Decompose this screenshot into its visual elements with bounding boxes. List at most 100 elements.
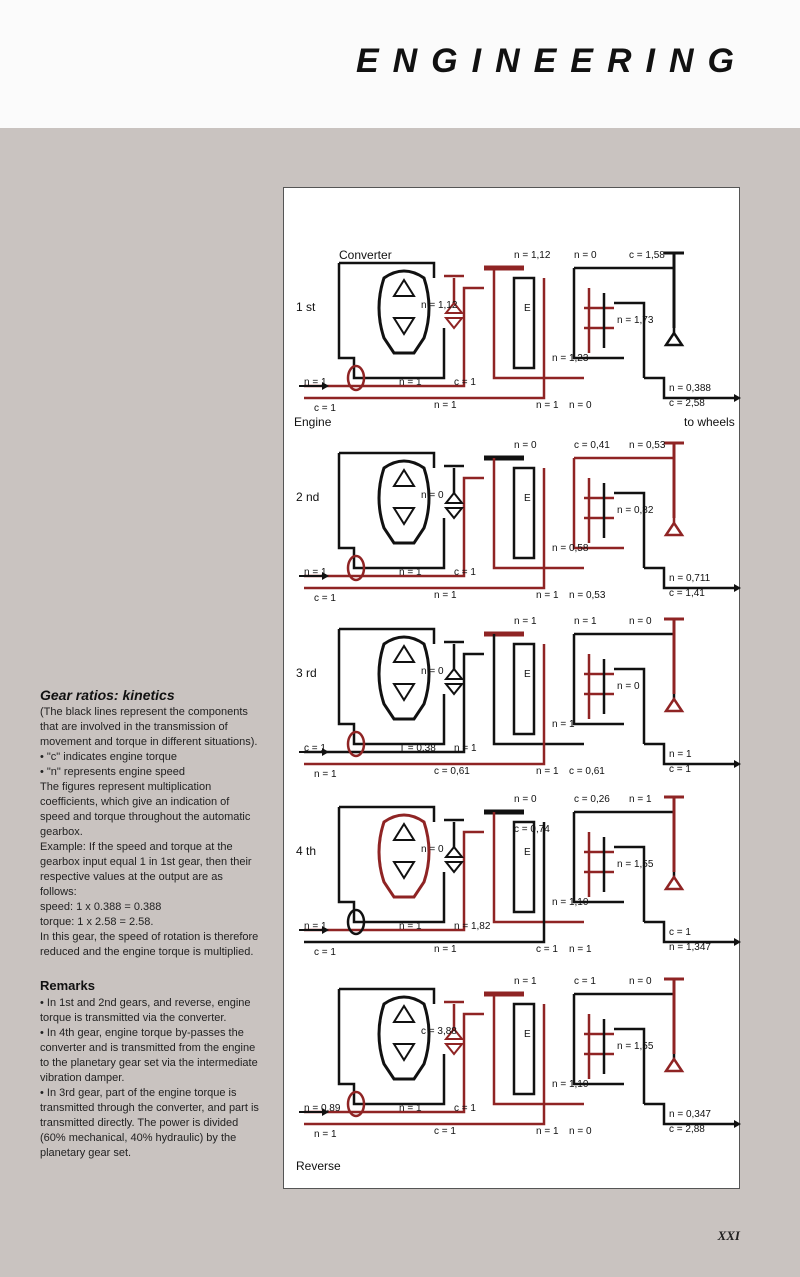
converter-housing: [377, 459, 431, 545]
output-arrow: [734, 938, 741, 946]
ratio-label: c = 1: [314, 403, 336, 414]
remark-item: • In 3rd gear, part of the engine torque…: [40, 1087, 259, 1159]
ring-gear-lines: [602, 293, 646, 378]
ratio-label: n = 1: [434, 944, 457, 955]
output-anchor: [664, 795, 684, 872]
ratio-label: n = 1,82: [454, 921, 491, 932]
brake-anchor: [444, 1000, 464, 1029]
ratio-label: n = 1: [434, 590, 457, 601]
ratio-label: n = 1,10: [552, 1079, 589, 1090]
damper-symbol: [346, 1090, 366, 1118]
ratio-label: c = 1: [314, 947, 336, 958]
element-e-box: [512, 276, 536, 370]
sidebar-line: The figures represent multiplication coe…: [40, 781, 251, 838]
output-arrow: [734, 394, 741, 402]
planetary-left-line: [572, 268, 624, 360]
ratio-label: c = 1: [434, 1126, 456, 1137]
sidebar-line: • "n" represents engine speed: [40, 766, 185, 778]
ratio-label: n = 1: [574, 616, 597, 627]
converter-link-line: [339, 987, 436, 1004]
output-gear-symbol: [663, 696, 685, 713]
ratio-label: n = 1: [514, 976, 537, 987]
ratio-label: c = 1: [669, 927, 691, 938]
damper-symbol: [346, 908, 366, 936]
input-arrow-head: [322, 382, 329, 390]
output-shaft-line: [644, 566, 734, 590]
ratio-label: n = 0: [569, 400, 592, 411]
turbine-shape: [392, 507, 416, 526]
sidebar-line: speed: 1 x 0.388 = 0.388: [40, 901, 162, 913]
drum-line: [492, 458, 584, 570]
input-shaft-line: [337, 453, 446, 570]
ratio-label: n = 1: [434, 400, 457, 411]
ratio-label: n = 1: [669, 749, 692, 760]
ratio-label: c = 2,88: [669, 1124, 705, 1135]
ratio-label: n = 1: [314, 769, 337, 780]
output-shaft-line: [644, 920, 734, 944]
ratio-label: c = 1: [454, 567, 476, 578]
output-shaft-line: [644, 376, 734, 400]
output-gear-symbol: [663, 330, 685, 347]
output-anchor: [664, 977, 684, 1054]
sidebar-line: (The black lines represent the component…: [40, 706, 258, 748]
ratio-label: c = 1: [669, 764, 691, 775]
ratio-label: T = 0,38: [399, 743, 436, 754]
input-arrow-head: [322, 1108, 329, 1116]
brake-anchor: [444, 464, 464, 493]
ratio-label: c = 0,61: [569, 766, 605, 777]
ratio-label: n = 1,55: [617, 859, 654, 870]
output-gear-symbol: [663, 520, 685, 537]
ratio-label: n = 0: [514, 794, 537, 805]
housing-line-left: [304, 286, 484, 388]
output-arrow: [734, 760, 741, 768]
planet-gear-lines: [584, 288, 614, 353]
ring-gear-lines: [602, 1019, 646, 1104]
converter-housing: [377, 269, 431, 355]
output-gear-symbol: [663, 874, 685, 891]
gearbox-schematic: [299, 251, 741, 1128]
planet-gear-lines: [584, 832, 614, 897]
ratio-label: n = 1: [552, 719, 575, 730]
wheels-label: to wheels: [684, 415, 735, 429]
ratio-label: n = 0,82: [617, 505, 654, 516]
output-arrow: [734, 584, 741, 592]
ratio-label: c = 2,58: [669, 398, 705, 409]
planetary-left-line: [572, 634, 624, 726]
turbine-shape: [392, 317, 416, 336]
impeller-shape: [392, 644, 416, 663]
ratio-label: n = 0,388: [669, 383, 711, 394]
gear-name: Reverse: [296, 1159, 341, 1173]
ratio-label: n = 1: [536, 1126, 559, 1137]
planetary-left-line: [572, 994, 624, 1086]
turbine-shape: [392, 861, 416, 880]
remarks-heading: Remarks: [40, 978, 95, 993]
impeller-shape: [392, 278, 416, 297]
ratio-label: n = 1,23: [552, 353, 589, 364]
clutch-symbol: [443, 667, 465, 696]
sidebar-line: torque: 1 x 2.58 = 2.58.: [40, 916, 154, 928]
drum-line: [492, 994, 584, 1106]
ratio-label: c = 1: [536, 944, 558, 955]
ratio-label: n = 1,12: [421, 300, 458, 311]
element-e-box: [512, 1002, 536, 1096]
ratio-label: c = 0,41: [574, 440, 610, 451]
ratio-label: n = 1: [314, 1129, 337, 1140]
ratio-label: n = 0: [514, 440, 537, 451]
ratio-label: n = 1: [536, 766, 559, 777]
ratio-label: c = 1: [574, 976, 596, 987]
converter-link-line: [339, 451, 436, 468]
remark-item: • In 4th gear, engine torque by-passes t…: [40, 1027, 258, 1084]
planet-gear-lines: [584, 1014, 614, 1079]
ratio-label: n = 1: [399, 567, 422, 578]
clutch-symbol: [443, 845, 465, 874]
ratio-label: c = 1: [314, 593, 336, 604]
sidebar-line: In this gear, the speed of rotation is t…: [40, 931, 259, 958]
ratio-label: n = 1: [304, 921, 327, 932]
ratio-label: c = 3,88: [421, 1026, 457, 1037]
ratio-label: n = 0: [617, 681, 640, 692]
gear-name: 1 st: [296, 300, 316, 314]
drum-line: [492, 268, 584, 380]
housing-line-left: [304, 476, 484, 578]
clutch-symbol: [443, 1027, 465, 1056]
brake-anchor: [444, 818, 464, 847]
